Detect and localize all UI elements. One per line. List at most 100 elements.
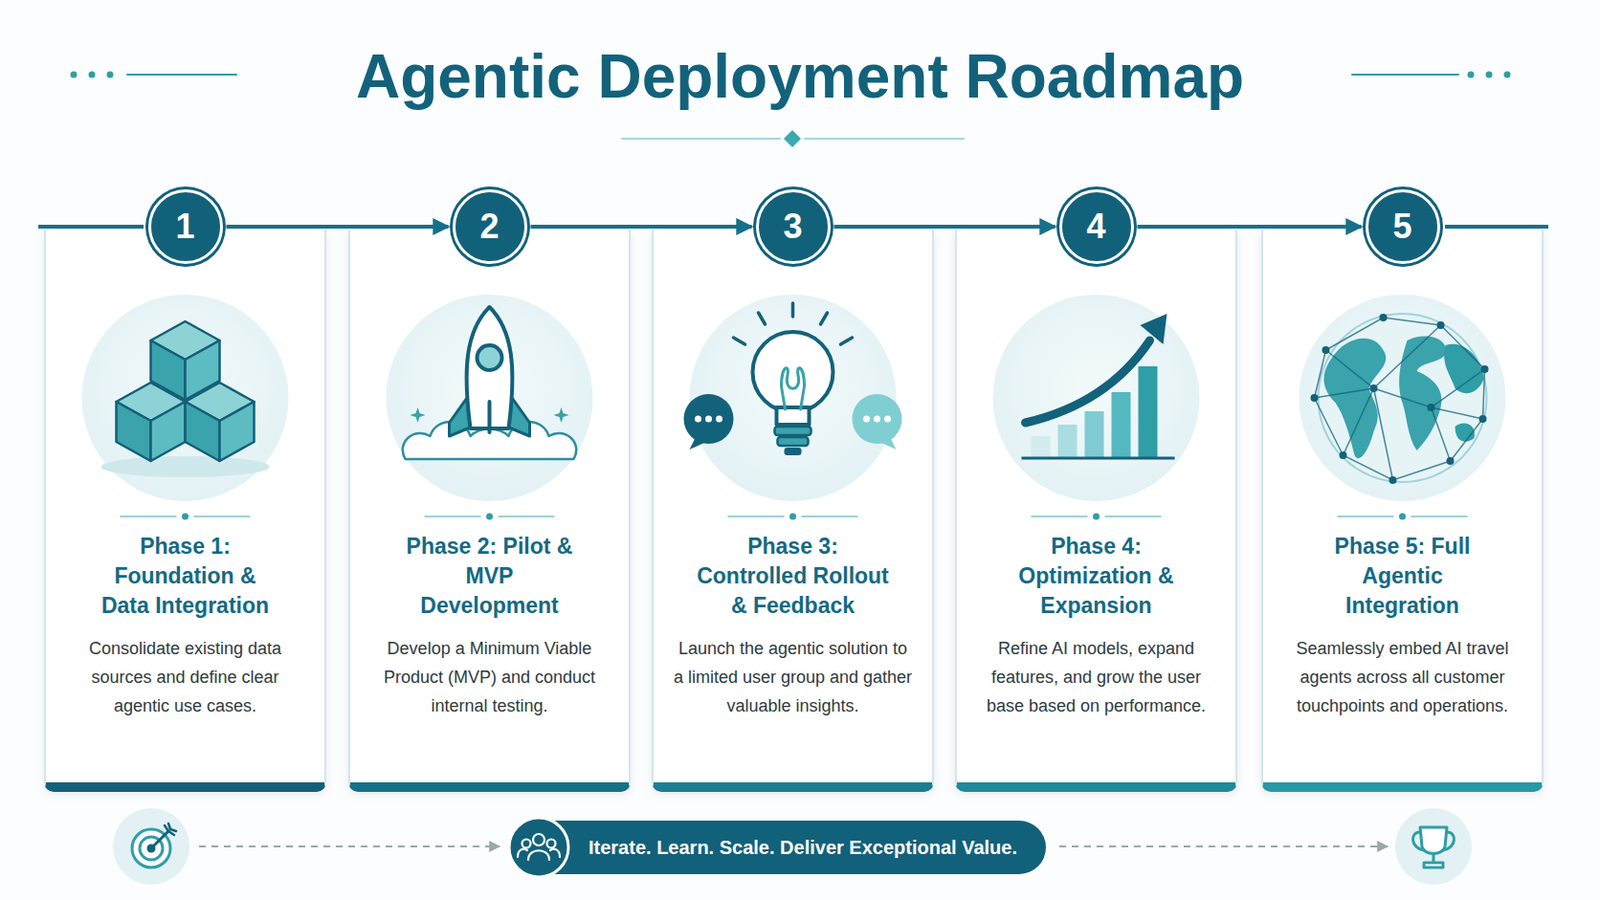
tagline-text: Iterate. Learn. Scale. Deliver Exception… <box>588 821 1018 875</box>
title-ornament-part <box>1352 73 1459 76</box>
lightbulb-icon-part-part <box>791 303 796 317</box>
trophy-icon-part <box>1432 855 1436 863</box>
phase-description: Consolidate existing data sources and de… <box>66 634 306 721</box>
timeline-arrow <box>834 224 1056 229</box>
lightbulb-icon-part <box>784 447 802 456</box>
lightbulb-icon-part <box>781 368 805 410</box>
phase-description: Develop a Minimum Viable Product (MVP) a… <box>370 634 610 721</box>
rocket-icon <box>402 307 577 460</box>
team-icon-part <box>522 840 532 849</box>
lightbulb-icon-part <box>852 394 903 445</box>
dashed-arrow <box>1059 845 1388 848</box>
rocket-icon-part <box>554 407 570 423</box>
phase-heading: Phase 4: Optimization & Expansion <box>1000 532 1193 622</box>
heading-ornament <box>1031 513 1162 521</box>
lightbulb-icon <box>684 303 903 456</box>
heading-ornament-part <box>801 515 859 518</box>
dashed-arrow <box>199 845 500 848</box>
step-number-circle: 1 <box>148 189 223 265</box>
target-icon <box>112 808 190 886</box>
card-background <box>44 229 1544 793</box>
trophy-icon-part <box>1413 832 1455 851</box>
card-fill <box>44 229 327 793</box>
globe-icon-part <box>1314 317 1486 481</box>
growth-chart-icon-part <box>1085 411 1105 458</box>
globe-icon-part-part <box>1311 394 1319 402</box>
heading-ornament-part <box>1337 515 1395 518</box>
globe-icon-part-part <box>1427 403 1436 412</box>
globe-icon-part-part <box>1314 317 1486 481</box>
lightbulb-icon-part-part <box>733 337 746 345</box>
team-icon-part <box>550 849 560 858</box>
timeline-line-part <box>38 224 144 229</box>
growth-chart-icon-part <box>1111 392 1132 458</box>
heading-ornament-part <box>424 515 482 518</box>
title-ornament-part <box>88 71 96 79</box>
step-number-circle: 5 <box>1365 189 1441 265</box>
title-ornament-part <box>622 137 780 140</box>
cubes-icon-part-part <box>185 401 221 462</box>
heading-ornament-part <box>1105 515 1162 518</box>
globe-icon-part-part <box>1322 346 1331 355</box>
target-icon-part <box>112 808 190 886</box>
step-number: 3 <box>782 207 802 246</box>
cubes-icon <box>101 321 270 478</box>
globe-icon-part <box>1444 344 1484 395</box>
growth-chart-icon-part <box>1031 436 1051 458</box>
lightbulb-icon-part-part <box>841 337 853 345</box>
icon-backdrop <box>993 294 1200 502</box>
lightbulb-icon-part-part <box>758 312 766 325</box>
phase-card: Phase 1: Foundation & Data IntegrationCo… <box>44 229 327 793</box>
team-icon-part <box>517 849 528 858</box>
card-fill <box>651 229 934 793</box>
lightbulb-icon-part <box>884 416 891 423</box>
lightbulb-icon-part <box>777 407 810 425</box>
cubes-icon-part <box>116 382 186 462</box>
lightbulb-icon-part <box>715 416 723 423</box>
target-icon-part <box>132 829 171 868</box>
heading-ornament <box>120 513 251 521</box>
icon-backdrop <box>1299 294 1507 502</box>
team-icon-part <box>528 850 550 861</box>
title-ornament-part <box>1486 71 1493 79</box>
heading-ornament-part <box>486 513 493 521</box>
phase-heading: Phase 5: Full Agentic Integration <box>1307 532 1499 622</box>
lightbulb-icon-part <box>873 416 881 423</box>
step-number-circle: 2 <box>452 189 528 265</box>
heading-ornament-part <box>1411 515 1468 518</box>
growth-chart-icon-part <box>1140 313 1168 345</box>
lightbulb-icon-part-part <box>821 312 828 325</box>
heading-ornament-part <box>1092 513 1100 521</box>
phase-description: Launch the agentic solution to a limited… <box>673 634 913 721</box>
card-fill <box>955 229 1238 793</box>
globe-icon-part-part <box>1389 476 1398 485</box>
timeline-arrow <box>226 224 449 229</box>
heading-ornament-part <box>120 515 178 518</box>
step-number: 5 <box>1392 207 1412 246</box>
team-icon-part <box>547 840 556 849</box>
lightbulb-icon-part <box>753 332 834 413</box>
step-number-circle: 4 <box>1059 189 1134 265</box>
rocket-icon-part <box>410 407 426 423</box>
title-ornament-part <box>804 137 964 140</box>
card-fill <box>1261 229 1544 793</box>
phase-heading: Phase 3: Controlled Rollout & Feedback <box>691 532 895 622</box>
heading-ornament <box>424 513 556 521</box>
title-ornament-part <box>127 73 237 76</box>
phase-card: Phase 3: Controlled Rollout & FeedbackLa… <box>651 229 934 793</box>
title-ornament-part <box>70 71 78 79</box>
heading-ornament-part <box>789 513 797 521</box>
lightbulb-icon-part <box>777 437 809 446</box>
tagline-band: Iterate. Learn. Scale. Deliver Exception… <box>510 821 1046 875</box>
globe-icon-part-part <box>1437 321 1445 330</box>
trophy-icon-part <box>1395 808 1472 886</box>
heading-ornament-part <box>728 515 785 518</box>
timeline-line-part <box>1444 224 1549 229</box>
globe-icon-part-part <box>1370 384 1378 393</box>
icon-backdrop <box>386 294 594 502</box>
heading-ornament-part <box>1031 515 1089 518</box>
cubes-icon-part-part <box>116 401 152 462</box>
